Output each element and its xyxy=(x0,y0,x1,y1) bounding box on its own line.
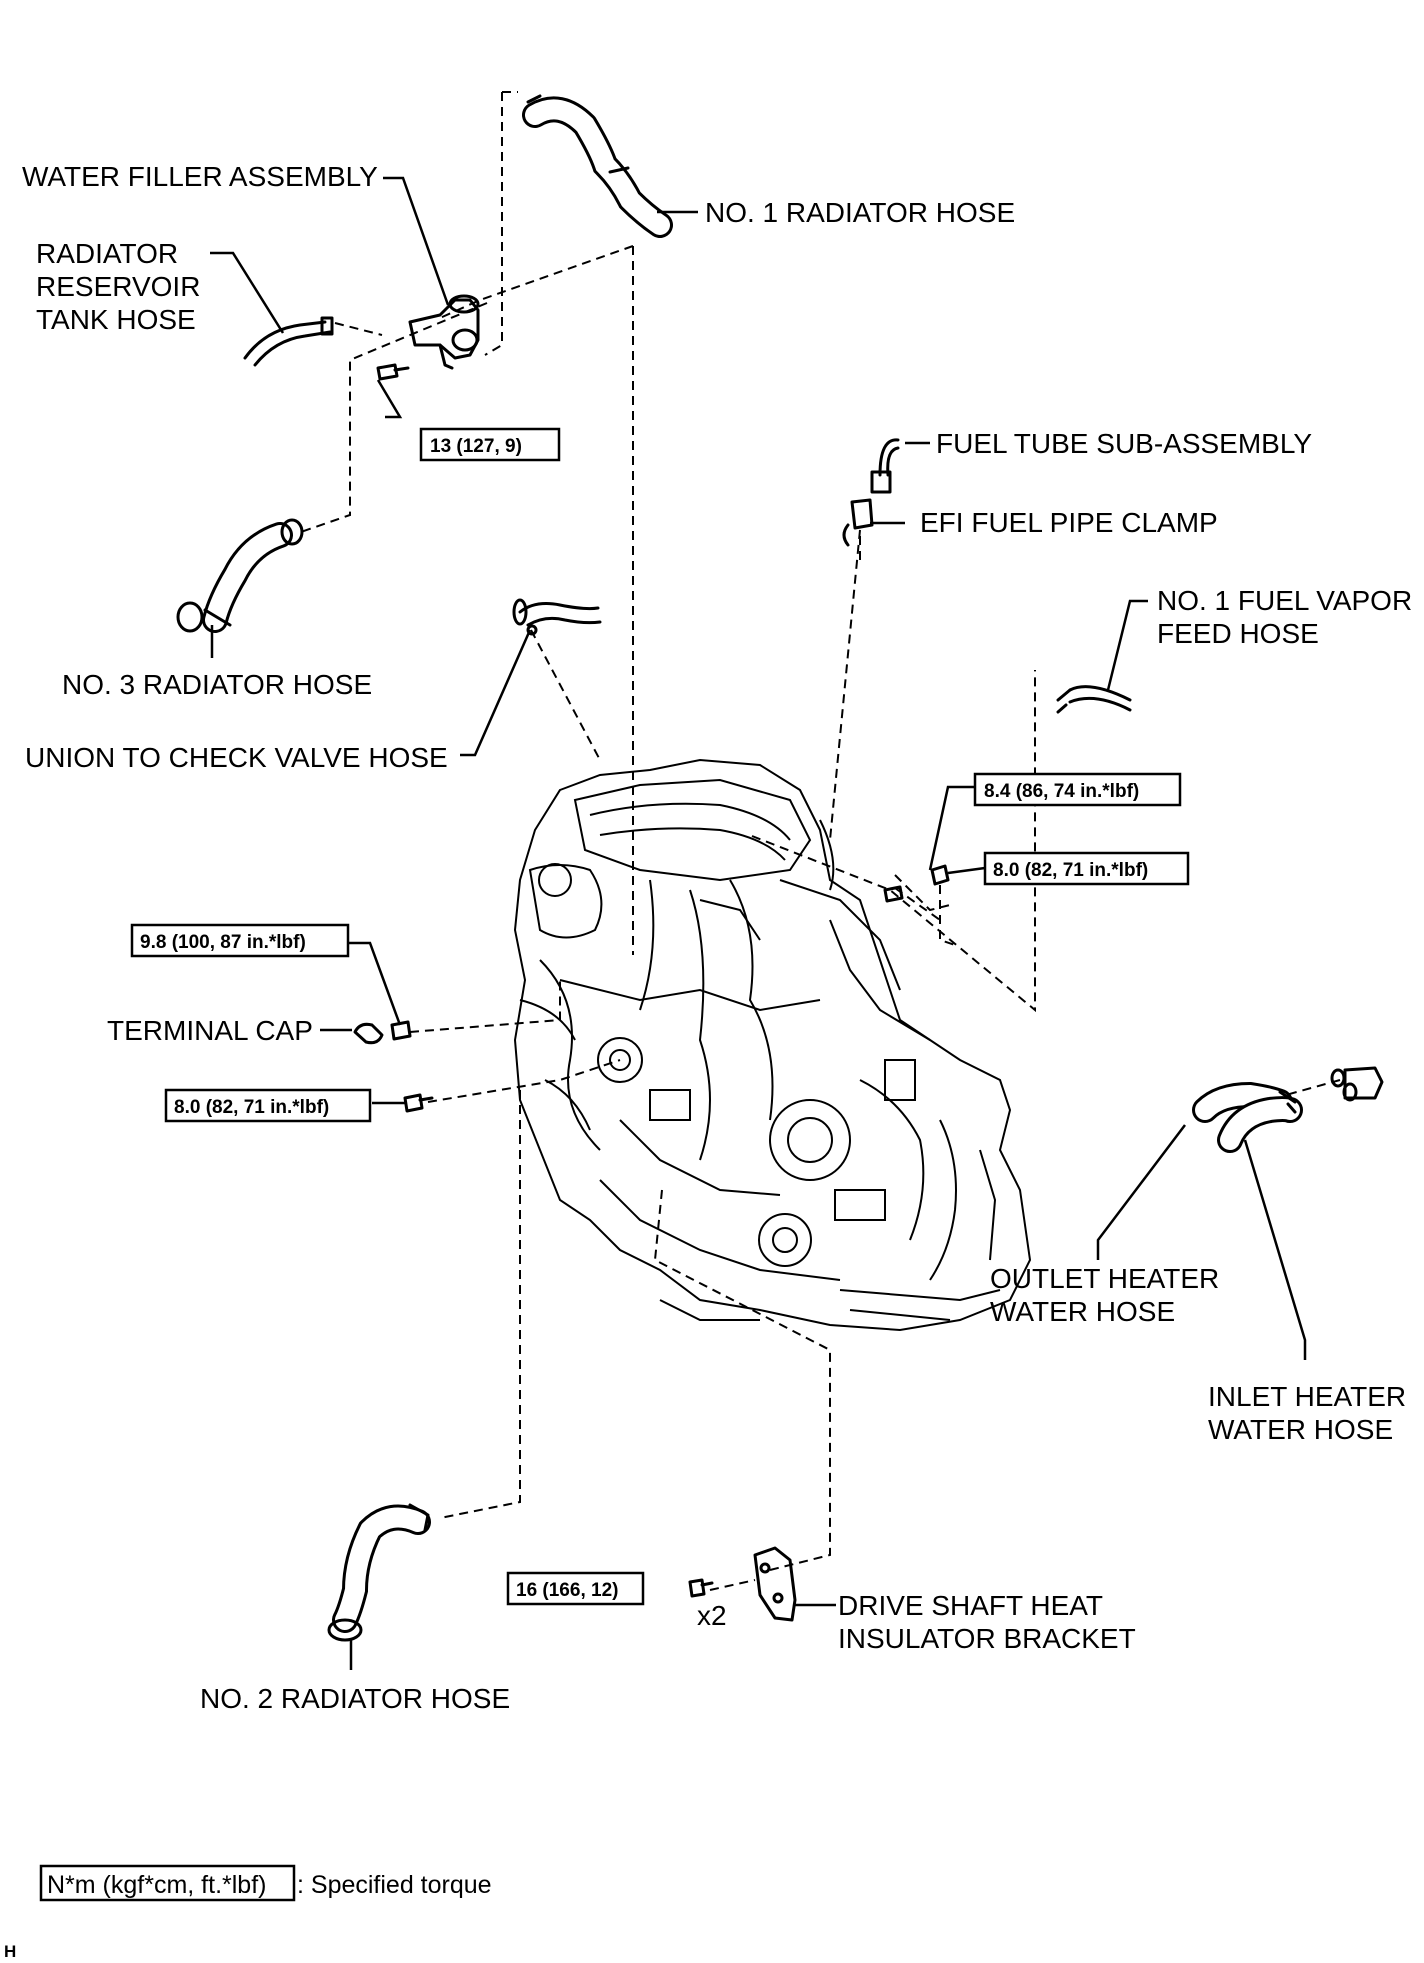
label-outlet-line1: OUTLET HEATER xyxy=(990,1263,1219,1294)
label-reservoir-line3: TANK HOSE xyxy=(36,304,196,335)
union-to-check-valve-hose-part xyxy=(512,598,602,636)
drive-shaft-bracket-part xyxy=(753,1546,797,1622)
engine-assembly-illustration xyxy=(513,758,1032,1332)
label-qty-x2: x2 xyxy=(697,1600,727,1631)
legend-unit-text: N*m (kgf*cm, ft.*lbf) xyxy=(47,1871,266,1899)
radiator-reservoir-tank-hose-part xyxy=(243,316,334,367)
label-efi-fuel-pipe-clamp: EFI FUEL PIPE CLAMP xyxy=(920,507,1218,538)
torque-box-80-right xyxy=(983,851,1190,886)
water-filler-assembly-part xyxy=(408,294,480,370)
torque-80-right-text: 8.0 (82, 71 in.*lbf) xyxy=(993,860,1148,881)
no1-radiator-hose-part xyxy=(522,94,673,238)
label-vapor-line1: NO. 1 FUEL VAPOR xyxy=(1157,585,1412,616)
no2-radiator-hose-part xyxy=(327,1503,431,1642)
label-reservoir-line1: RADIATOR xyxy=(36,238,178,269)
corner-mark: H xyxy=(4,1942,16,1961)
label-no3-radiator-hose: NO. 3 RADIATOR HOSE xyxy=(62,669,372,700)
legend-description-text: : Specified torque xyxy=(297,1871,492,1899)
label-outlet-line2: WATER HOSE xyxy=(990,1296,1175,1327)
label-water-filler-assembly: WATER FILLER ASSEMBLY xyxy=(22,161,378,192)
bolt-13-part xyxy=(376,363,410,381)
label-inlet-line2: WATER HOSE xyxy=(1208,1414,1393,1445)
torque-box-84 xyxy=(973,772,1182,807)
fuel-tube-sub-assembly-part xyxy=(870,438,900,494)
torque-box-98 xyxy=(130,923,350,958)
terminal-cap-part xyxy=(353,1022,384,1045)
legend-box xyxy=(39,1864,296,1902)
efi-fuel-pipe-clamp-part xyxy=(842,498,874,547)
torque-16-text: 16 (166, 12) xyxy=(516,1580,618,1601)
heater-pipe-fitting-part xyxy=(1330,1066,1384,1102)
label-drive-line2: INSULATOR BRACKET xyxy=(838,1623,1136,1654)
torque-box-13 xyxy=(419,427,561,462)
part-labels: WATER FILLER ASSEMBLY NO. 1 RADIATOR HOS… xyxy=(22,161,1412,1714)
bolt-80-right-part xyxy=(930,864,950,886)
bolt-98-part xyxy=(390,1020,412,1041)
torque-84-text: 8.4 (86, 74 in.*lbf) xyxy=(984,781,1139,802)
torque-box-16 xyxy=(506,1571,645,1606)
label-inlet-line1: INLET HEATER xyxy=(1208,1381,1406,1412)
label-fuel-tube-sub-assembly: FUEL TUBE SUB-ASSEMBLY xyxy=(936,428,1312,459)
torque-box-80-left xyxy=(164,1088,372,1123)
bolt-84-part xyxy=(883,885,904,903)
no1-fuel-vapor-feed-hose-part xyxy=(1056,685,1132,714)
torque-13-text: 13 (127, 9) xyxy=(430,436,522,457)
label-drive-line1: DRIVE SHAFT HEAT xyxy=(838,1590,1103,1621)
torque-80-left-text: 8.0 (82, 71 in.*lbf) xyxy=(174,1097,329,1118)
assembly-dashed-lines xyxy=(297,91,1341,1591)
no3-radiator-hose-part xyxy=(176,518,304,633)
bolt-80-left-part xyxy=(403,1093,434,1113)
label-reservoir-line2: RESERVOIR xyxy=(36,271,200,302)
bolt-16-part xyxy=(688,1578,714,1598)
label-vapor-line2: FEED HOSE xyxy=(1157,618,1319,649)
legend: N*m (kgf*cm, ft.*lbf) : Specified torque xyxy=(39,1864,492,1902)
heater-water-hoses-part xyxy=(1192,1081,1303,1153)
torque-specs: 13 (127, 9) 8.4 (86, 74 in.*lbf) 8.0 (82… xyxy=(130,427,1190,1606)
label-union-to-check-valve-hose: UNION TO CHECK VALVE HOSE xyxy=(25,742,448,773)
torque-98-text: 9.8 (100, 87 in.*lbf) xyxy=(140,932,306,953)
label-terminal-cap: TERMINAL CAP xyxy=(107,1015,313,1046)
label-no2-radiator-hose: NO. 2 RADIATOR HOSE xyxy=(200,1683,510,1714)
leader-lines xyxy=(210,176,1307,1670)
label-no1-radiator-hose: NO. 1 RADIATOR HOSE xyxy=(705,197,1015,228)
